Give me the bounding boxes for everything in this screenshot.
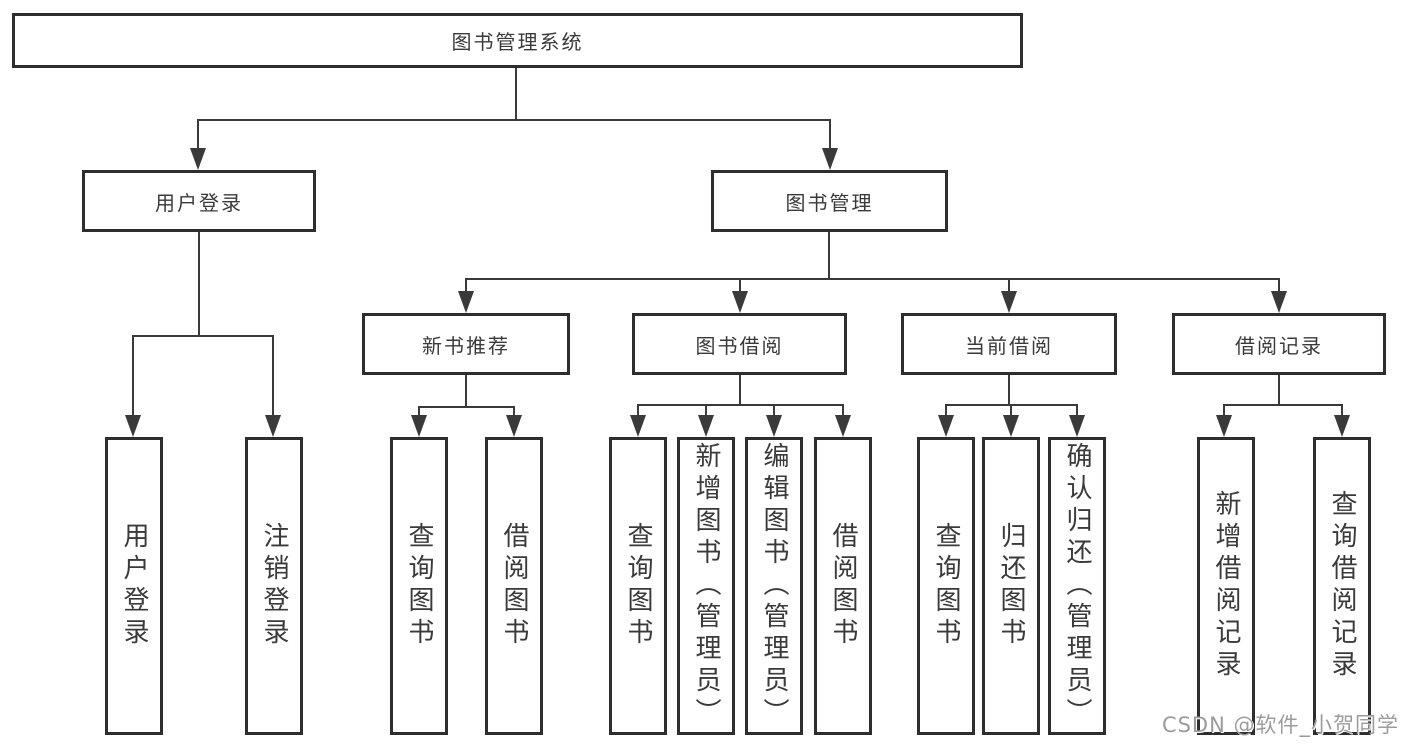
node-borrowing-records-label: 借阅记录 [1235,333,1323,358]
leaf-confirm-return-admin: 确认归还（管理员） [1048,437,1106,735]
connector-vline [197,120,199,150]
connector-arrowhead [698,415,714,437]
node-current-borrowing-label: 当前借阅 [965,333,1053,358]
connector-vline [198,232,200,336]
connector-arrowhead [458,291,474,313]
leaf-borrowing-query-books-label: 查询图书 [623,522,653,650]
connector-arrowhead [766,415,782,437]
leaf-current-query-books-label: 查询图书 [931,522,961,650]
connector-arrowhead [1334,415,1350,437]
connector-vline [418,407,420,416]
node-book-borrowing: 图书借阅 [632,313,847,375]
connector-vline [1010,405,1012,416]
node-book-management-label: 图书管理 [785,190,874,215]
connector-vline [828,232,830,279]
connector-vline [1278,279,1280,293]
connector-hline [1223,404,1343,406]
connector-hline [465,278,1280,280]
connector-vline [513,407,515,416]
connector-arrowhead [630,415,646,437]
node-borrowing-records: 借阅记录 [1172,313,1386,375]
connector-vline [637,405,639,416]
leaf-user-login-label: 用户登录 [119,522,149,650]
connector-arrowhead [190,148,206,170]
leaf-return-books: 归还图书 [982,437,1040,735]
leaf-add-books-admin-label: 新增图书（管理员） [691,442,721,730]
leaf-return-books-label: 归还图书 [996,522,1026,650]
connector-arrowhead [1271,291,1287,313]
connector-vline [1278,375,1280,405]
connector-vline [465,375,467,407]
connector-vline [1341,405,1343,416]
connector-arrowhead [835,415,851,437]
node-new-book-recommend-label: 新书推荐 [422,333,510,358]
node-root: 图书管理系统 [12,13,1023,68]
leaf-query-borrow-record: 查询借阅记录 [1313,437,1371,735]
connector-arrowhead [1003,415,1019,437]
connector-arrowhead [1069,415,1085,437]
node-user-login-label: 用户登录 [155,190,243,215]
leaf-borrowing-borrow-books-label: 借阅图书 [828,522,858,650]
leaf-query-borrow-record-label: 查询借阅记录 [1327,490,1357,682]
connector-arrowhead [265,415,281,437]
csdn-watermark: CSDN @软件_小贺同学 [1161,713,1399,737]
connector-hline [418,406,515,408]
connector-arrowhead [732,291,748,313]
connector-vline [829,120,831,150]
connector-arrowhead [411,415,427,437]
leaf-recommend-query-books-label: 查询图书 [404,522,434,650]
connector-vline [1008,375,1010,405]
connector-vline [272,336,274,416]
connector-vline [945,405,947,416]
connector-vline [773,405,775,416]
leaf-add-borrow-record-label: 新增借阅记录 [1211,490,1241,682]
leaf-recommend-borrow-books-label: 借阅图书 [499,522,529,650]
connector-arrowhead [822,148,838,170]
leaf-edit-books-admin: 编辑图书（管理员） [745,437,803,735]
connector-vline [132,336,134,416]
node-book-borrowing-label: 图书借阅 [695,333,784,358]
connector-vline [1008,279,1010,293]
connector-vline [705,405,707,416]
leaf-add-borrow-record: 新增借阅记录 [1197,437,1255,735]
connector-vline [1076,405,1078,416]
leaf-recommend-borrow-books: 借阅图书 [485,437,543,735]
node-root-label: 图书管理系统 [451,30,584,54]
leaf-edit-books-admin-label: 编辑图书（管理员） [759,442,789,730]
connector-arrowhead [938,415,954,437]
connector-vline [1223,405,1225,416]
node-current-borrowing: 当前借阅 [901,313,1117,375]
leaf-confirm-return-admin-label: 确认归还（管理员） [1062,442,1092,730]
connector-arrowhead [1216,415,1232,437]
connector-vline [842,405,844,416]
connector-hline [197,119,831,121]
leaf-borrowing-borrow-books: 借阅图书 [814,437,872,735]
leaf-current-query-books: 查询图书 [917,437,975,735]
leaf-recommend-query-books: 查询图书 [390,437,448,735]
node-book-management: 图书管理 [711,170,948,232]
connector-vline [739,375,741,405]
connector-arrowhead [506,415,522,437]
connector-hline [132,335,274,337]
leaf-add-books-admin: 新增图书（管理员） [677,437,735,735]
leaf-logout: 注销登录 [245,437,303,735]
connector-vline [465,279,467,293]
leaf-user-login: 用户登录 [105,437,163,735]
leaf-borrowing-query-books: 查询图书 [609,437,667,735]
node-new-book-recommend: 新书推荐 [362,313,570,375]
node-user-login: 用户登录 [82,170,316,232]
connector-vline [515,68,517,120]
connector-hline [637,404,844,406]
leaf-logout-label: 注销登录 [259,522,289,650]
connector-arrowhead [1001,291,1017,313]
connector-arrowhead [125,415,141,437]
connector-vline [739,279,741,293]
